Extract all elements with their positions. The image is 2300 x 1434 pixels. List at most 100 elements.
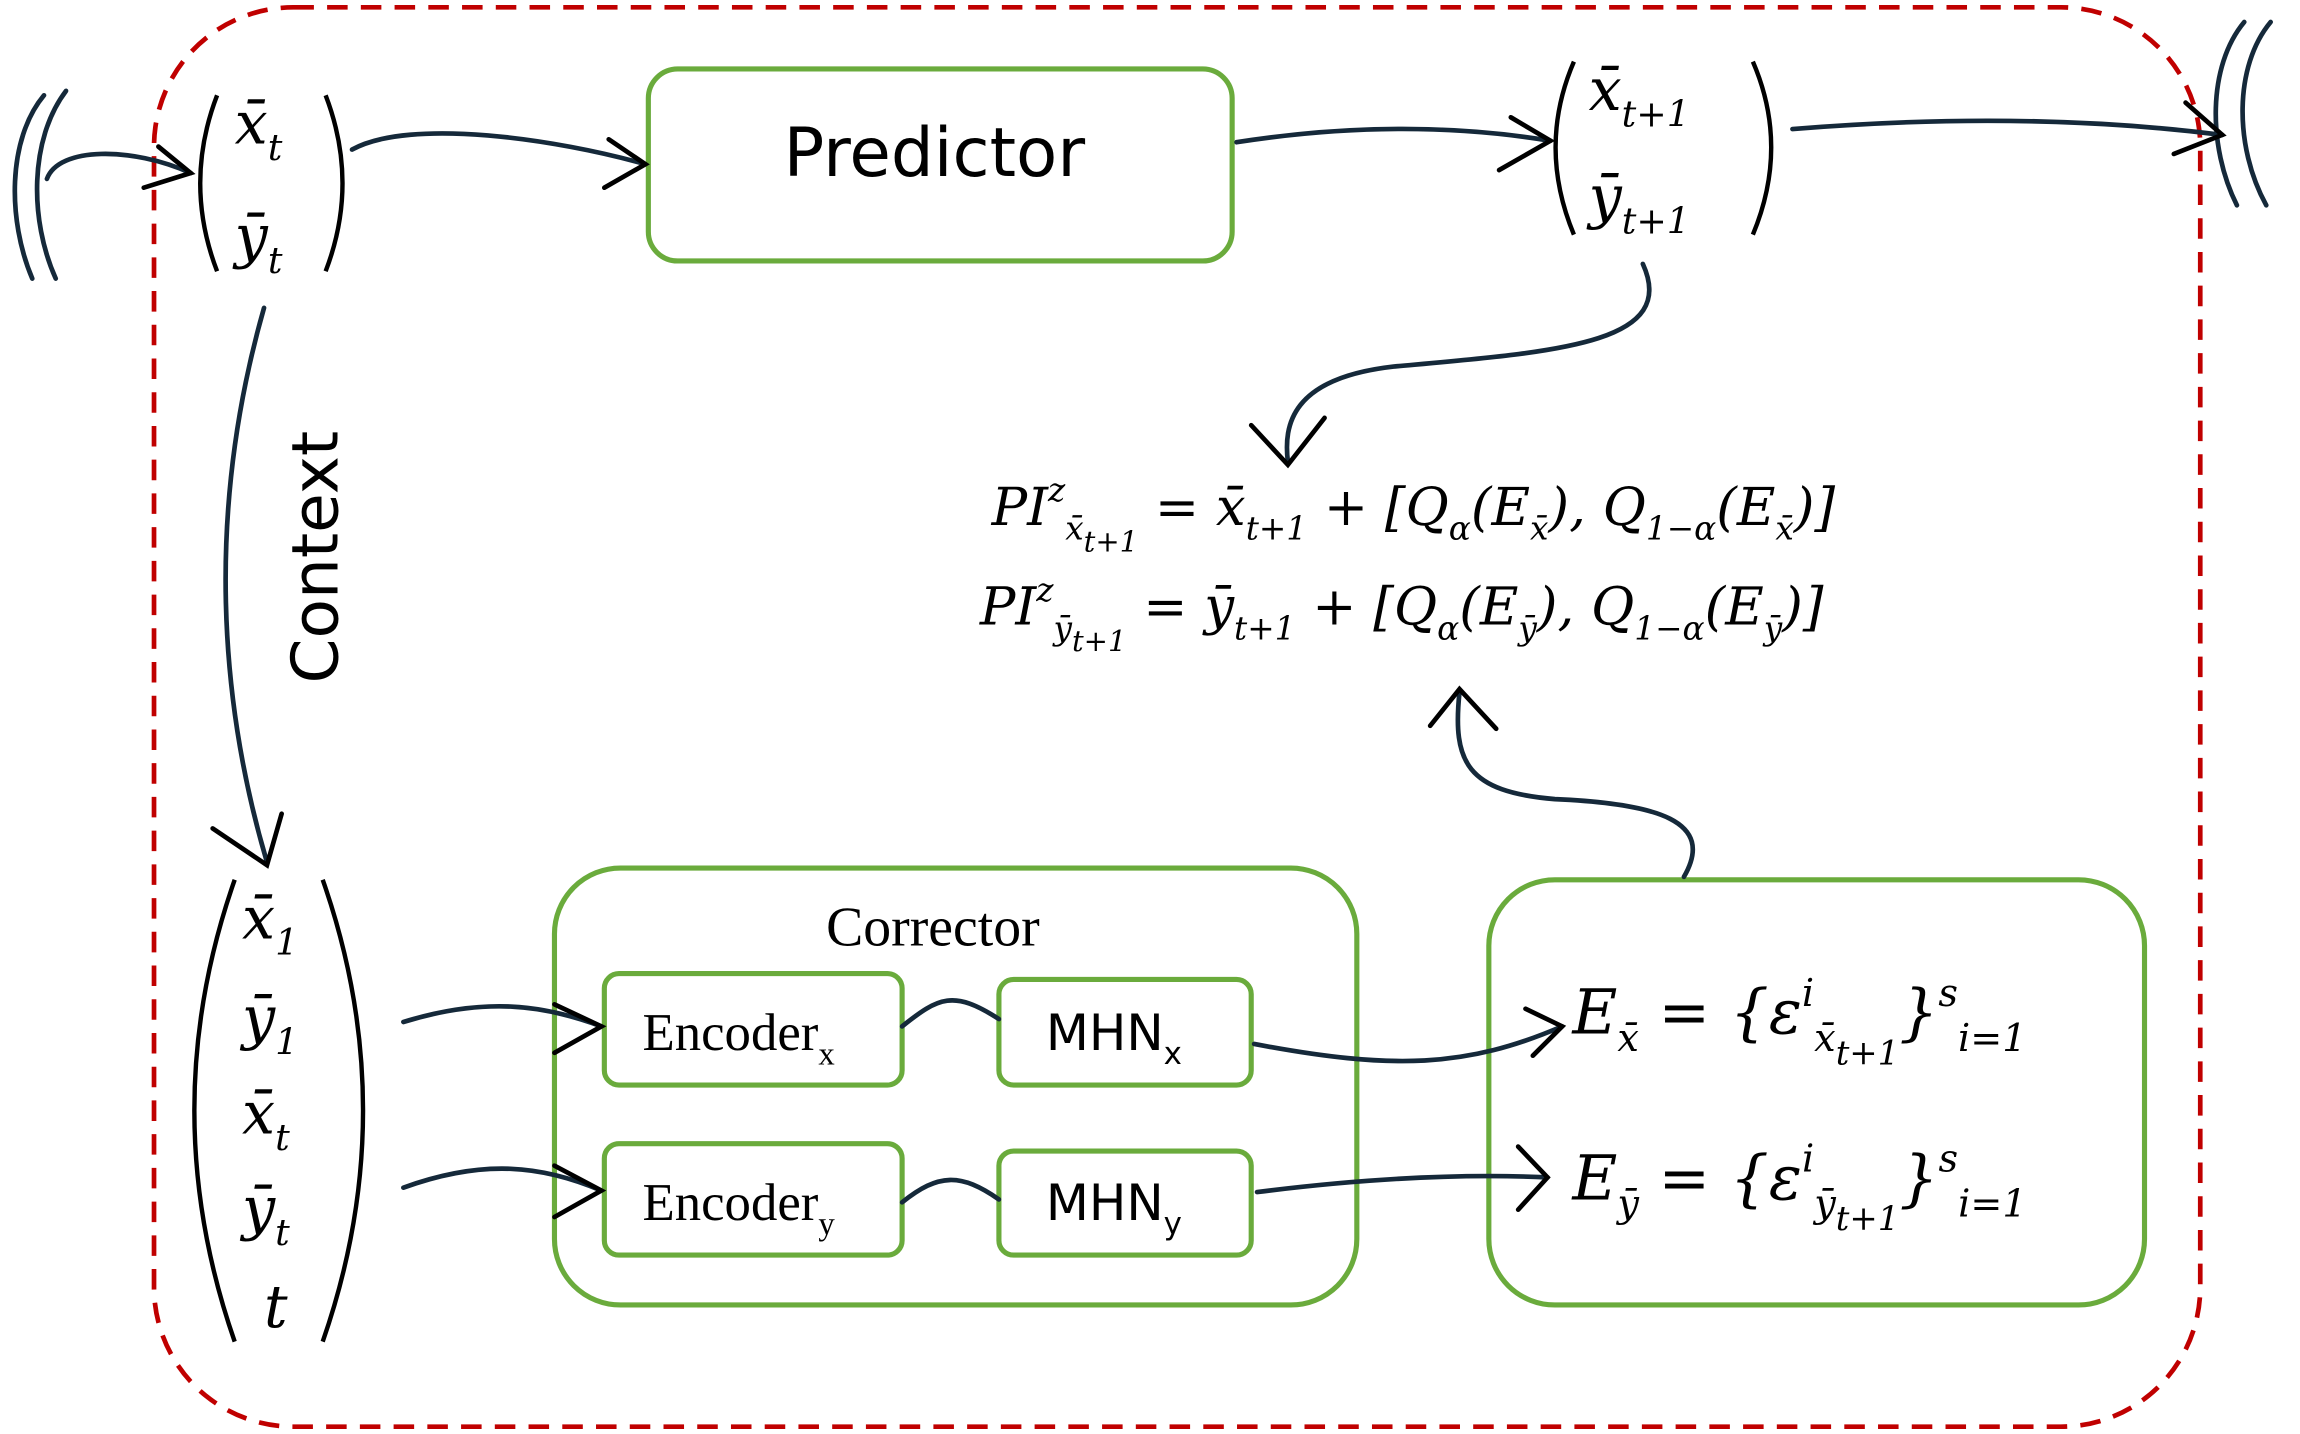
math-subscript: t	[268, 126, 283, 169]
context-x1: x̄1	[242, 884, 298, 963]
predictor-label: Predictor	[784, 113, 1086, 192]
interval-x: PIzx̄t+1 = x̄t+1 + [Qα(Ex̄), Q1−α(Ex̄)]	[991, 471, 1836, 558]
input-to-predictor-arrow	[349, 131, 648, 167]
context-arrowhead	[210, 811, 284, 869]
math-subscript: t+1	[1246, 510, 1307, 548]
context-yt: ȳt	[239, 1175, 290, 1254]
context-xt: x̄t	[242, 1079, 290, 1158]
math-sub2script: t+1	[1072, 624, 1126, 658]
math-subscript: 1−α	[1646, 510, 1716, 548]
mhn-y-to-error-arrow	[1254, 1173, 1550, 1195]
math-subscript: y	[1164, 1206, 1182, 1242]
error-sets-box	[1486, 877, 2148, 1308]
mhn-y-label: MHNy	[1046, 1174, 1182, 1242]
error-y-arrowhead	[1515, 1144, 1551, 1213]
error-set-y: Eȳ = {εiȳt+1}si=1	[1571, 1138, 2026, 1238]
math-subscript: t	[275, 1116, 290, 1159]
error-x-arrowhead	[1523, 1006, 1567, 1059]
math-text: ), Q	[1548, 477, 1646, 538]
math-subscript: i=1	[1958, 1017, 2026, 1061]
math-subscript: x	[1164, 1036, 1182, 1072]
math-text: + [Q	[1307, 477, 1449, 538]
math-text: ȳ	[239, 1175, 276, 1243]
math-text: x̄	[1589, 56, 1622, 124]
math-text: )]	[1793, 477, 1836, 538]
context-t: t	[264, 1273, 288, 1341]
context-y1: ȳ1	[239, 984, 298, 1063]
math-text: PI	[991, 477, 1050, 538]
math-sub2script: t+1	[1836, 1034, 1900, 1073]
math-text: (E	[1716, 477, 1775, 538]
math-subscript: t	[275, 1211, 290, 1254]
math-text: Encoder	[642, 1174, 818, 1232]
math-subscript: x̄	[1065, 510, 1083, 548]
math-text: E	[1571, 1142, 1617, 1214]
encoder-y-label: Encodery	[642, 1174, 835, 1243]
encoder-mhn-y-link	[899, 1177, 1002, 1205]
input-arrow	[44, 151, 194, 182]
interval-y: PIzȳt+1 = ȳt+1 + [Qα(Eȳ), Q1−α(Eȳ)]	[979, 571, 1824, 658]
output-x: x̄t+1	[1589, 56, 1690, 135]
mhn-x-to-error-arrow	[1251, 1024, 1565, 1064]
context-window-frame	[151, 4, 2203, 1430]
math-text: )]	[1781, 577, 1824, 638]
input-y: ȳt	[232, 203, 283, 282]
math-sub2script: t+1	[1084, 524, 1138, 558]
math-text: (E	[1471, 477, 1530, 538]
context-vector: x̄1 ȳ1 x̄t ȳt t	[192, 879, 366, 1343]
forward-arrowhead	[2171, 100, 2227, 157]
math-subscript: x̄	[1530, 510, 1548, 548]
math-supscript: z	[1047, 471, 1066, 509]
arrows	[44, 100, 2227, 1220]
context-label: Context	[278, 431, 353, 684]
math-subscript: t+1	[1622, 199, 1690, 242]
error-to-interval-arrow	[1455, 689, 1696, 880]
math-text: + [Q	[1295, 577, 1437, 638]
math-text: E	[1571, 977, 1617, 1049]
math-text: ȳ	[239, 984, 276, 1052]
encoder-mhn-x-link	[899, 998, 1002, 1029]
math-text: PI	[979, 577, 1038, 638]
encoder-x-label: Encoderx	[642, 1004, 834, 1073]
math-subscript: 1	[275, 921, 298, 964]
math-subscript: x̄	[1775, 510, 1793, 548]
mhn-y-box	[996, 1148, 1254, 1258]
output-forward-arrow	[1790, 118, 2225, 138]
math-supscript: i	[1802, 972, 1814, 1016]
output-arrowhead	[1496, 114, 1556, 173]
math-text: = ȳ	[1126, 577, 1235, 638]
math-subscript: x̄	[1617, 1017, 1639, 1061]
output-to-interval-arrow	[1284, 261, 1652, 465]
math-subscript: x	[818, 1037, 834, 1073]
context-to-encoder-x-arrow	[401, 1004, 604, 1029]
math-text: ȳ	[1586, 163, 1623, 231]
math-text: ), Q	[1536, 577, 1634, 638]
math-subscript: ȳ	[1051, 609, 1072, 647]
math-text: x̄	[235, 90, 268, 158]
math-supscript: s	[1938, 972, 1958, 1016]
math-text: x̄	[242, 1079, 275, 1147]
left-break-icon	[12, 88, 69, 281]
math-subscript: α	[1449, 510, 1471, 548]
math-text: Encoder	[642, 1004, 818, 1062]
math-text: ȳ	[232, 203, 269, 271]
context-to-encoder-y-arrow	[401, 1166, 604, 1193]
predictor-arrowhead	[601, 136, 650, 191]
math-text: t	[264, 1273, 288, 1341]
math-supscript: i	[1802, 1138, 1814, 1182]
math-subscript: t+1	[1234, 609, 1295, 647]
mhn-x-box	[996, 976, 1254, 1088]
math-supscript: z	[1035, 571, 1054, 609]
math-subscript: t+1	[1622, 92, 1690, 135]
math-subscript: α	[1437, 609, 1459, 647]
math-subscript: ȳ	[1615, 1183, 1639, 1227]
math-subscript: ȳ	[1762, 609, 1783, 647]
input-x: x̄t	[235, 90, 283, 169]
math-text: (E	[1459, 577, 1518, 638]
interval-up-arrowhead	[1427, 685, 1499, 732]
math-subscript: y	[818, 1207, 835, 1243]
math-subscript: ȳ	[1812, 1183, 1836, 1227]
math-subscript: t	[268, 239, 283, 282]
math-subscript: ȳ	[1516, 609, 1537, 647]
